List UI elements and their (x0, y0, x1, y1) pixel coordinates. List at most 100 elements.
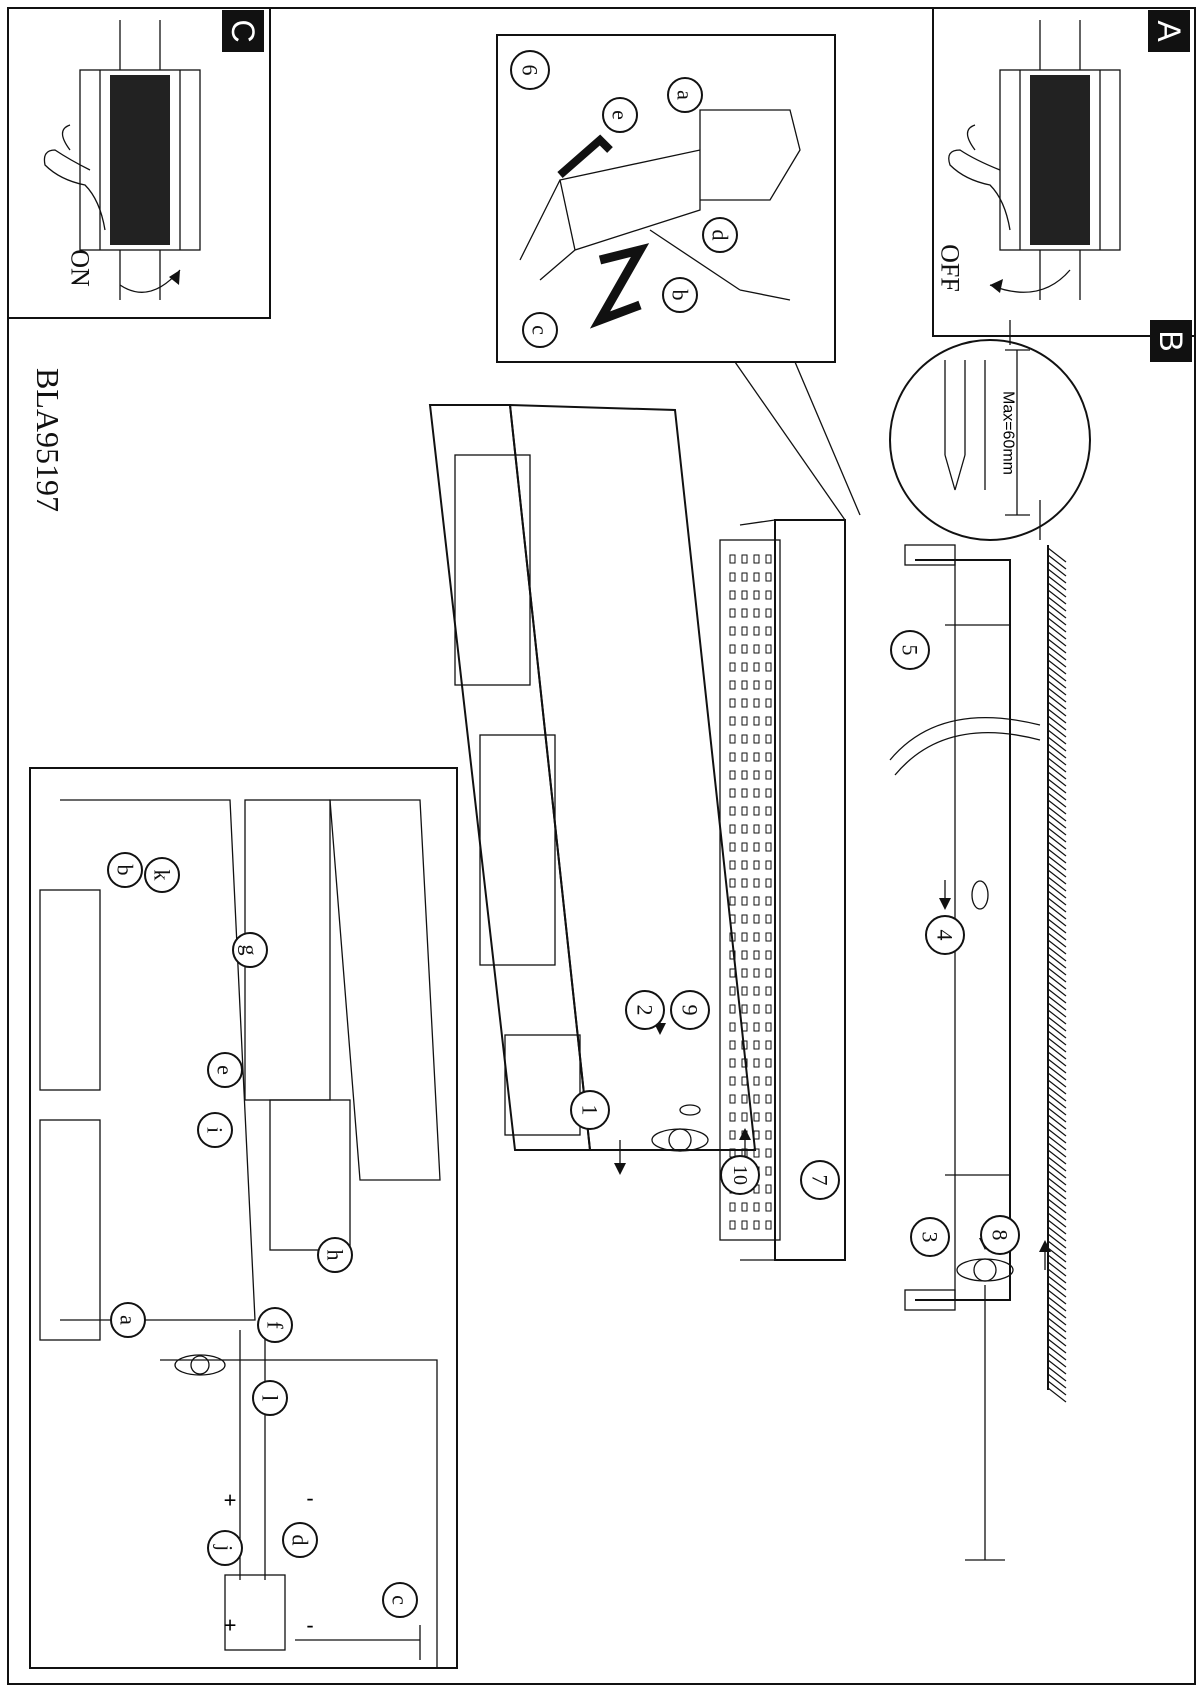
hatch-line (1047, 834, 1067, 850)
hatch-line (1047, 1044, 1067, 1060)
hatch-line (1047, 1317, 1067, 1333)
hatch-line (1047, 869, 1067, 885)
hatch-line (1047, 610, 1067, 626)
hatch-line (1047, 1303, 1067, 1319)
panel-c-label: ON (66, 249, 95, 287)
perforation-hole (753, 608, 760, 618)
perforation-hole (753, 806, 760, 816)
perforation-hole (741, 968, 748, 978)
panel-a-letter: A (1151, 20, 1187, 42)
hatch-line (1047, 1380, 1067, 1396)
hatch-line (1047, 1331, 1067, 1347)
inset-f-label: f (263, 1321, 288, 1329)
perforation-hole (729, 608, 736, 618)
panel-a-breaker-off: A OFF (932, 7, 1196, 337)
perforation-hole (741, 680, 748, 690)
perforation-hole (753, 698, 760, 708)
hatch-line (1047, 918, 1067, 934)
hatch-line (1047, 932, 1067, 948)
hatch-line (1047, 617, 1067, 633)
detail6-d-label: d (708, 230, 733, 241)
hatch-line (1047, 1310, 1067, 1326)
hatch-line (1047, 1051, 1067, 1067)
hatch-line (1047, 1261, 1067, 1277)
hatch-line (1047, 1359, 1067, 1375)
perforation-hole (753, 842, 760, 852)
perforation-hole (765, 590, 772, 600)
hatch-line (1047, 1191, 1067, 1207)
hatch-line (1047, 981, 1067, 997)
inset-h-label: h (323, 1250, 348, 1261)
inset-j-callout: j (207, 1530, 243, 1566)
perforation-hole (765, 878, 772, 888)
hatch-line (1047, 946, 1067, 962)
perforation-hole (765, 806, 772, 816)
inset-g-label: g (238, 945, 263, 956)
perforation-hole (729, 680, 736, 690)
step-7-callout: 7 (800, 1160, 840, 1200)
hatch-line (1047, 1100, 1067, 1116)
perforation-hole (753, 734, 760, 744)
hatch-line (1047, 813, 1067, 829)
hatch-line (1047, 596, 1067, 612)
perforation-hole (765, 1184, 772, 1194)
perforation-hole (765, 860, 772, 870)
perforation-hole (765, 824, 772, 834)
hatch-line (1047, 1093, 1067, 1109)
perforation-hole (741, 860, 748, 870)
perforation-hole (729, 716, 736, 726)
perforation-hole (741, 1094, 748, 1104)
perforation-hole (729, 752, 736, 762)
hatch-line (1047, 603, 1067, 619)
perforation-hole (729, 824, 736, 834)
detail-6-connector-panel (496, 34, 861, 521)
perforation-hole (753, 752, 760, 762)
detail-inset-driver-wiring (29, 767, 458, 1669)
perforation-hole (729, 698, 736, 708)
hatch-line (1047, 750, 1067, 766)
perforation-hole (753, 572, 760, 582)
hatch-line (1047, 1338, 1067, 1354)
panel-c-badge (222, 10, 264, 52)
hand-icon (43, 124, 106, 231)
step-1-callout: 1 (570, 1090, 610, 1130)
perforation-hole (765, 968, 772, 978)
perforation-hole (741, 698, 748, 708)
perforation-hole (765, 680, 772, 690)
hatch-line (1047, 806, 1067, 822)
perforation-hole (765, 734, 772, 744)
hatch-line (1047, 1247, 1067, 1263)
polarity-minus: - (306, 1486, 313, 1511)
hatch-line (1047, 1030, 1067, 1046)
detail6-c-label: c (528, 325, 553, 335)
inset-d-callout: d (282, 1522, 318, 1558)
detail6-b-label: b (668, 290, 693, 301)
hatch-line (1047, 1170, 1067, 1186)
screwdriver-icon (295, 1625, 421, 1660)
perforation-hole (765, 1058, 772, 1068)
step-9-label: 9 (678, 1005, 703, 1016)
hatch-line (1047, 792, 1067, 808)
step-1-label: 1 (578, 1105, 603, 1116)
hatch-line (1047, 1226, 1067, 1242)
perforation-hole (741, 1202, 748, 1212)
perforation-hole (765, 1202, 772, 1212)
step-9-callout: 9 (670, 990, 710, 1030)
inset-j-label: j (213, 1544, 238, 1551)
perforation-hole (729, 1220, 736, 1230)
hatch-line (1047, 988, 1067, 1004)
perforation-hole (765, 554, 772, 564)
perforation-hole (729, 644, 736, 654)
perforation-hole (729, 1076, 736, 1086)
perforation-hole (741, 1112, 748, 1122)
step-7-label: 7 (808, 1175, 833, 1186)
n-symbol-icon (589, 243, 650, 329)
perforation-hole (741, 752, 748, 762)
hatch-line (1047, 1058, 1067, 1074)
hand-icon (948, 124, 1011, 231)
step-8-callout: 8 (980, 1215, 1020, 1255)
hatch-line (1047, 855, 1067, 871)
hatch-line (1047, 1345, 1067, 1361)
perforation-hole (753, 986, 760, 996)
hatch-line (1047, 694, 1067, 710)
